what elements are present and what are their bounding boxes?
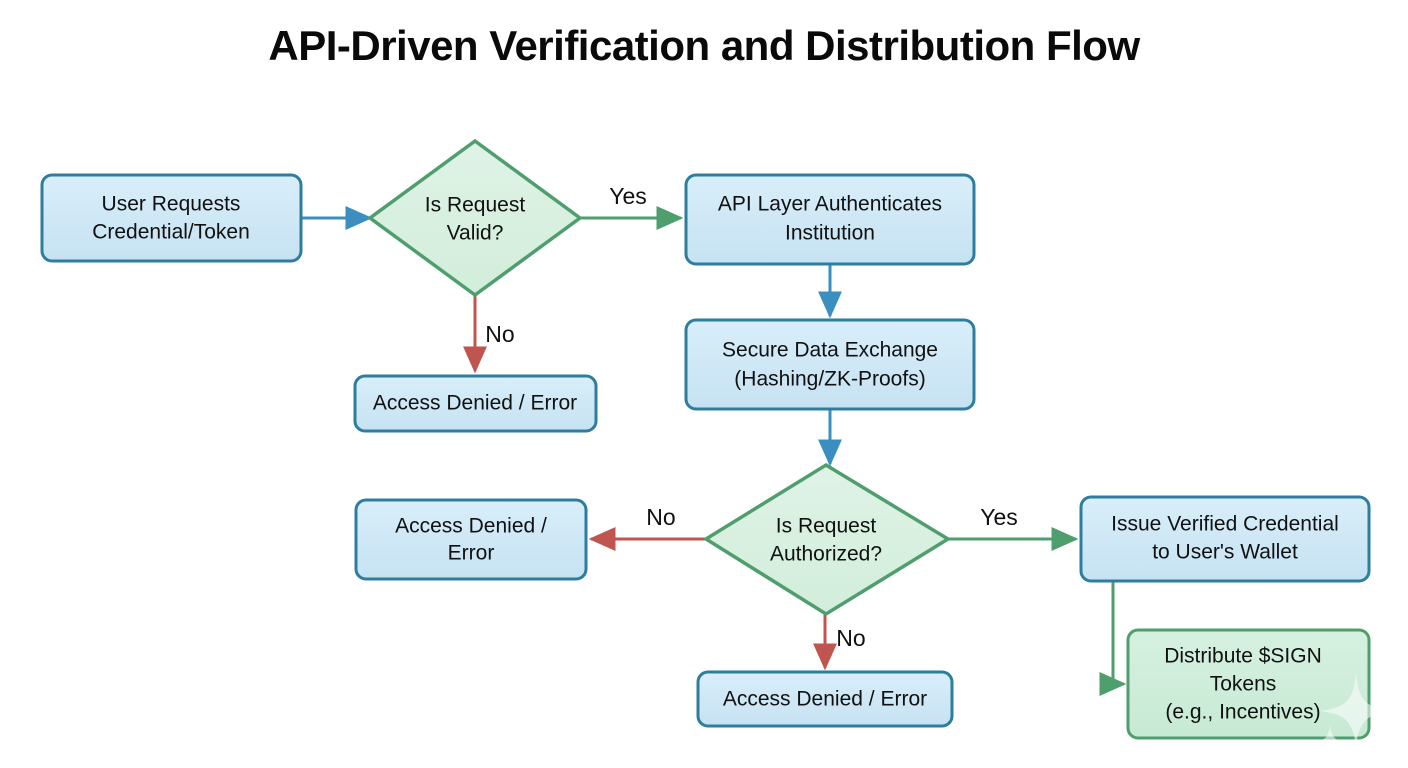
edge-label-authorized-no-left: No <box>646 504 675 530</box>
node-access-denied-2[interactable]: Access Denied / Error <box>354 498 588 581</box>
edge-label-authorized-no-down: No <box>836 625 865 651</box>
node-label-line: Access Denied / Error <box>723 688 927 711</box>
node-label-line: Access Denied / Error <box>373 392 577 415</box>
node-distribute-tokens[interactable]: Distribute $SIGN Tokens (e.g., Incentive… <box>1126 628 1371 740</box>
edge-label-authorized-yes: Yes <box>980 504 1018 530</box>
node-label-line: Issue Verified Credential <box>1111 513 1339 536</box>
node-label-line: Tokens <box>1210 673 1277 696</box>
node-label-line: Distribute $SIGN <box>1164 645 1322 668</box>
edge-valid-no-to-denied: No <box>463 295 515 374</box>
page-title: API-Driven Verification and Distribution… <box>268 22 1140 69</box>
node-label-line: Authorized? <box>770 543 882 566</box>
node-api-authenticates[interactable]: API Layer Authenticates Institution <box>684 173 976 266</box>
sparkle-watermark-icon <box>1313 672 1392 760</box>
edge-label-valid-no: No <box>485 321 514 347</box>
edge-authorized-no-to-denied: No <box>588 504 706 551</box>
node-label-line: Access Denied / <box>395 515 547 538</box>
node-label-line: Institution <box>785 222 875 245</box>
node-user-request[interactable]: User Requests Credential/Token <box>40 173 303 263</box>
node-label-line: API Layer Authenticates <box>718 193 942 216</box>
edge-authorized-yes-to-issue: Yes <box>948 504 1079 551</box>
node-access-denied-3[interactable]: Access Denied / Error <box>696 670 954 728</box>
node-label-line: Valid? <box>447 222 504 245</box>
node-label-line: (Hashing/ZK-Proofs) <box>734 368 925 391</box>
edge-authorized-down-no: No <box>813 614 866 671</box>
node-label-line: User Requests <box>102 193 241 216</box>
node-is-request-valid[interactable]: Is Request Valid? <box>367 138 583 298</box>
node-label-line: Error <box>448 542 495 565</box>
node-label-line: Is Request <box>425 194 526 217</box>
edge-label-valid-yes: Yes <box>609 183 647 209</box>
node-label-line: Is Request <box>776 515 877 538</box>
node-label-line: Credential/Token <box>92 221 250 244</box>
node-issue-credential[interactable]: Issue Verified Credential to User's Wall… <box>1079 495 1371 583</box>
edge-valid-yes-to-api: Yes <box>580 183 684 230</box>
node-is-request-authorized[interactable]: Is Request Authorized? <box>702 462 952 617</box>
node-label-line: (e.g., Incentives) <box>1165 701 1320 724</box>
node-secure-data-exchange[interactable]: Secure Data Exchange (Hashing/ZK-Proofs) <box>684 318 976 411</box>
node-label-line: Secure Data Exchange <box>722 339 938 362</box>
node-label-line: to User's Wallet <box>1152 541 1298 564</box>
edge-issue-to-distribute <box>1099 580 1127 696</box>
node-access-denied-1[interactable]: Access Denied / Error <box>353 374 598 433</box>
